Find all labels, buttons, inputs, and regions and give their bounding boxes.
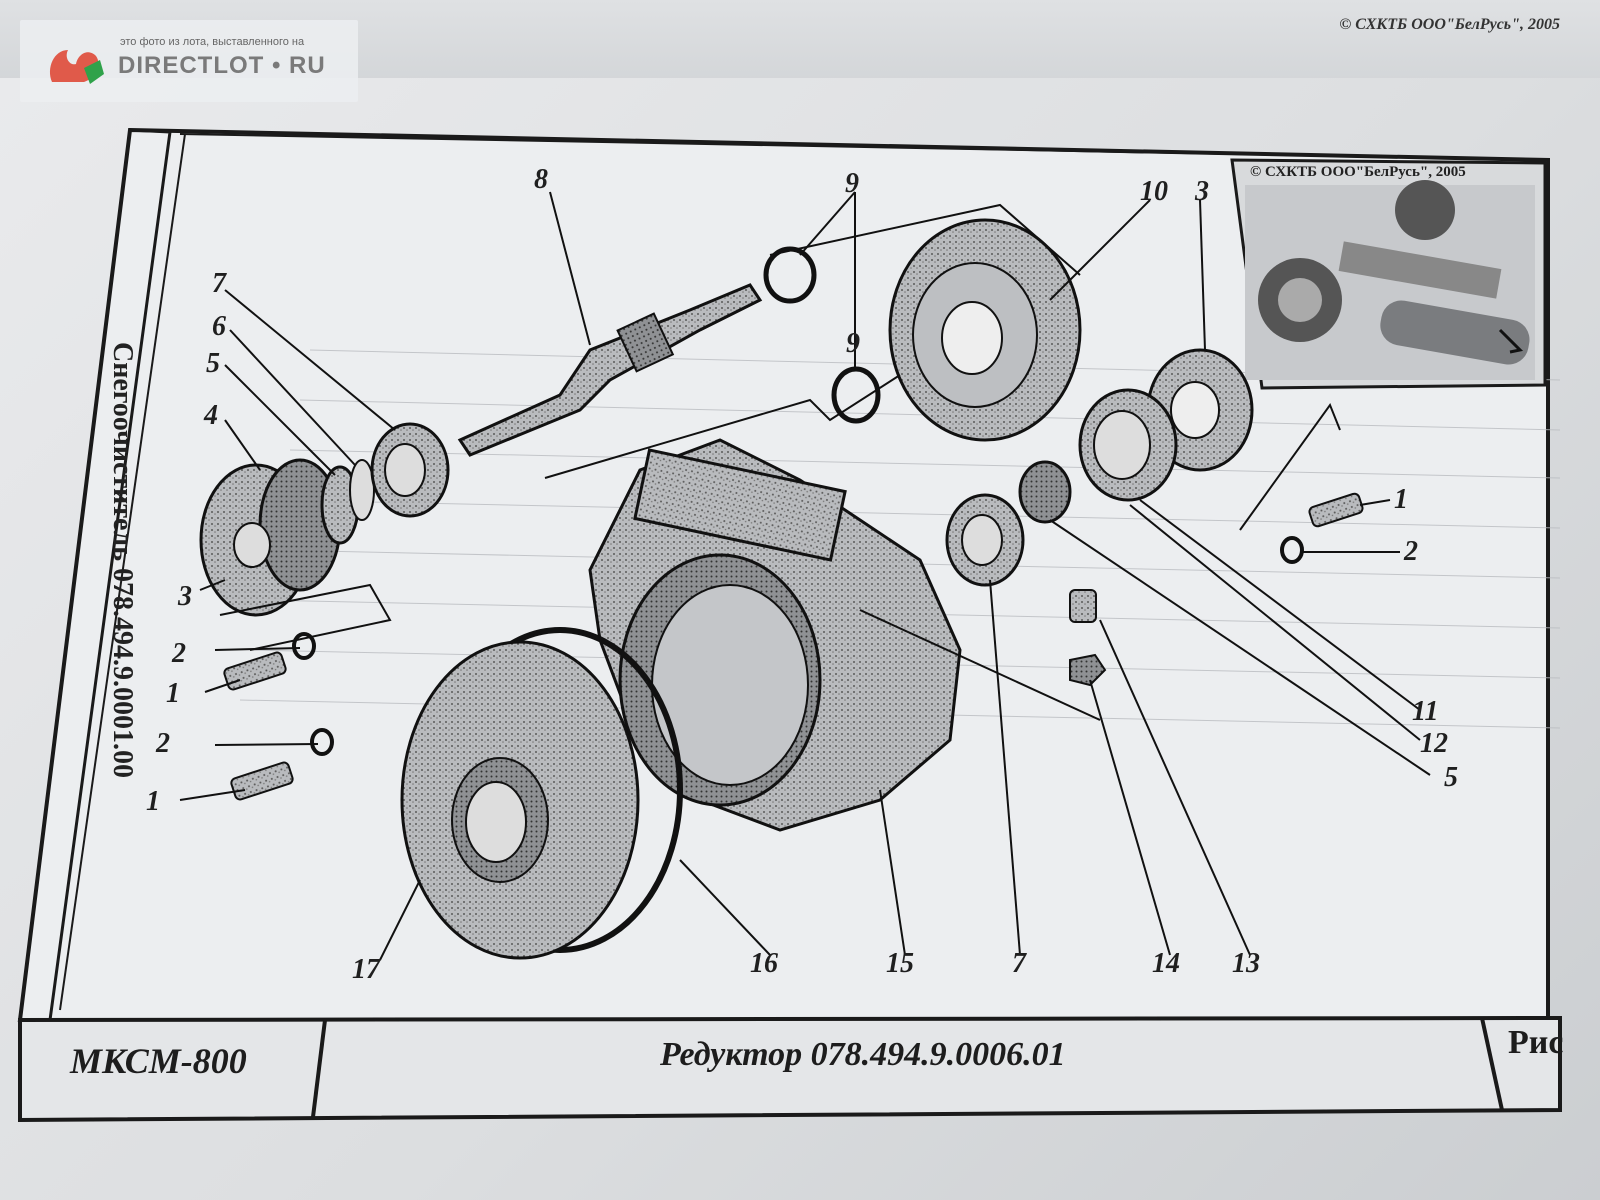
callout-3-top: 3 xyxy=(1194,176,1209,207)
callout-5-right: 5 xyxy=(1444,762,1458,793)
callout-12: 12 xyxy=(1420,728,1448,759)
cover-right xyxy=(1078,388,1178,502)
bevel-gear xyxy=(888,218,1082,442)
part-title: Редуктор 078.494.9.0006.01 xyxy=(660,1036,1066,1073)
vehicle-inset-illustration xyxy=(1245,180,1535,380)
callout-5-left: 5 xyxy=(206,348,220,379)
callout-6: 6 xyxy=(212,311,226,342)
washer-left-upper xyxy=(292,632,316,660)
callout-13: 13 xyxy=(1232,948,1260,979)
callout-11: 11 xyxy=(1412,696,1438,727)
callout-15: 15 xyxy=(886,948,914,979)
model-label: МКСМ-800 xyxy=(70,1041,247,1081)
plug-14 xyxy=(1069,653,1107,687)
callout-10: 10 xyxy=(1140,176,1168,207)
callout-16: 16 xyxy=(750,948,778,979)
callout-9-lower: 9 xyxy=(846,328,860,359)
squirrel-logo-icon xyxy=(49,50,104,84)
callout-3-left: 3 xyxy=(177,581,192,612)
callout-1-right: 1 xyxy=(1394,484,1408,515)
callout-2-lower: 2 xyxy=(155,728,170,759)
bolt-right xyxy=(1308,492,1364,528)
plug-13 xyxy=(1069,589,1097,623)
leader-lines xyxy=(179,191,1431,961)
callout-7-right: 7 xyxy=(1012,948,1027,979)
callout-1-upper: 1 xyxy=(166,678,180,709)
bolt-left-lower xyxy=(230,761,294,801)
ring-left xyxy=(349,459,375,521)
washer-right xyxy=(1280,536,1304,564)
top-copyright: © СХКТБ ООО"БелРусь", 2005 xyxy=(1339,16,1560,33)
callout-8: 8 xyxy=(534,164,548,195)
end-cover xyxy=(400,640,640,960)
bearing-right xyxy=(945,493,1025,587)
callout-2-upper: 2 xyxy=(171,638,186,669)
callout-7-left: 7 xyxy=(212,268,227,299)
figure-label: Рис xyxy=(1508,1024,1564,1061)
callout-17: 17 xyxy=(352,954,381,985)
bolt-left-upper xyxy=(223,651,287,691)
bearing-left xyxy=(370,422,450,518)
callout-4: 4 xyxy=(203,400,218,431)
seal-right xyxy=(1018,460,1072,524)
inset-copyright: © СХКТБ ООО"БелРусь", 2005 xyxy=(1250,164,1466,180)
callout-9-top: 9 xyxy=(845,168,859,199)
snap-ring-upper xyxy=(763,246,817,304)
watermark-brand: DIRECTLOT • RU xyxy=(118,52,326,79)
callout-14: 14 xyxy=(1152,948,1180,979)
washer-left-lower xyxy=(310,728,334,756)
callout-1-lower: 1 xyxy=(146,786,160,817)
callout-2-right: 2 xyxy=(1403,536,1418,567)
gear-housing xyxy=(588,438,962,832)
watermark: это фото из лота, выставленного на DIREC… xyxy=(20,20,358,102)
flange-left xyxy=(199,458,342,617)
watermark-caption: это фото из лота, выставленного на xyxy=(120,36,305,48)
input-shaft xyxy=(457,283,763,457)
